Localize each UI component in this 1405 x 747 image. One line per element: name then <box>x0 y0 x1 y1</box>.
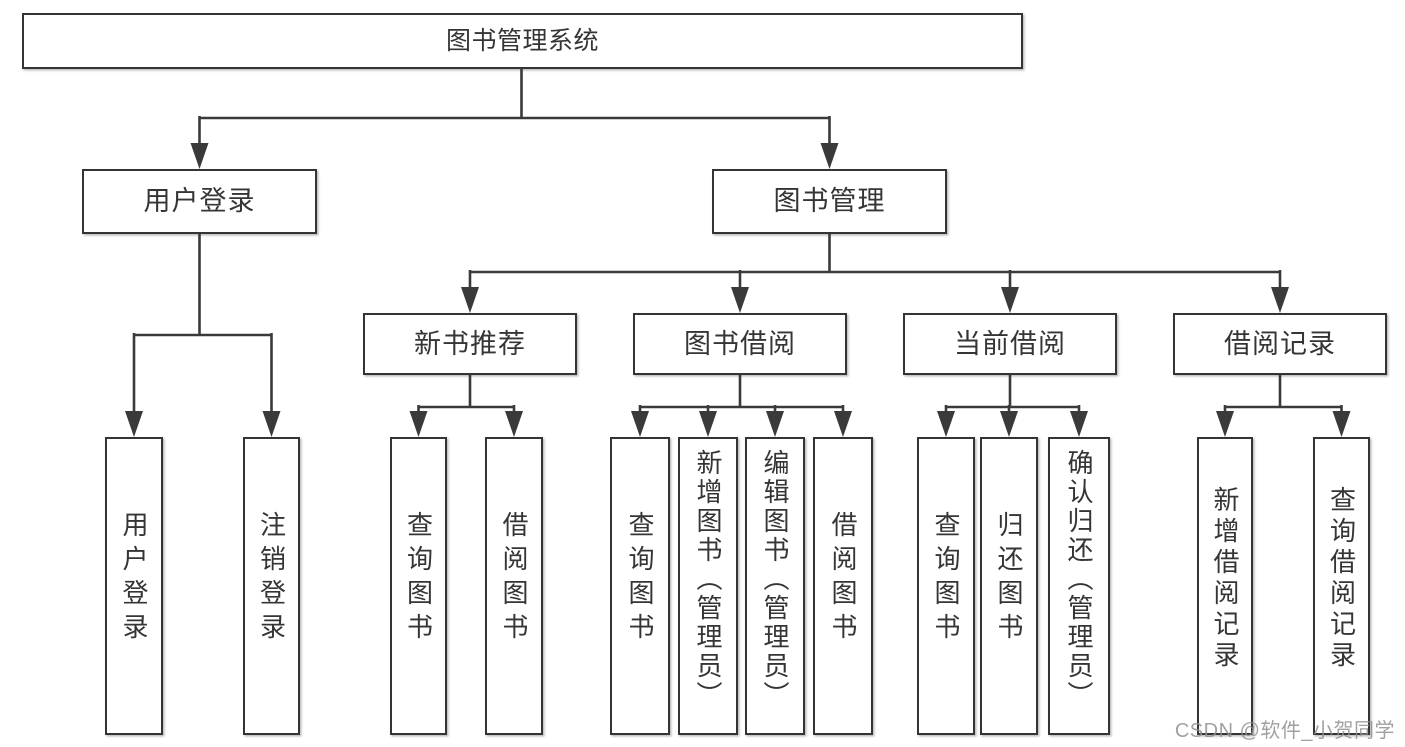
node-label: 图书管理系统 <box>445 26 599 55</box>
node-current-borrow: 当前借阅 <box>903 313 1117 375</box>
node-label: 借阅图书 <box>499 511 529 647</box>
node-label: 借阅图书 <box>828 511 858 647</box>
connector-borrowrecords-to-leaves <box>1223 375 1343 413</box>
node-label: 确认归还（管理员） <box>1064 448 1094 710</box>
node-label: 图书借阅 <box>684 328 796 359</box>
connector-root-to-level2 <box>198 69 831 145</box>
node-label: 注销登录 <box>256 511 287 647</box>
node-label: 新增借阅记录 <box>1210 486 1240 672</box>
leaf-confirm-return-admin: 确认归还（管理员） <box>1048 437 1110 735</box>
node-label: 编辑图书（管理员） <box>760 448 790 710</box>
node-label: 归还图书 <box>994 511 1024 647</box>
connector-newbook-to-leaves <box>417 375 516 413</box>
node-label: 用户登录 <box>119 511 149 647</box>
leaf-query-books-recommend: 查询图书 <box>390 437 447 735</box>
connector-bookmgmt-to-level3 <box>468 234 1282 289</box>
leaf-user-login: 用户登录 <box>105 437 163 735</box>
node-label: 用户登录 <box>143 186 256 216</box>
leaf-return-books: 归还图书 <box>980 437 1038 735</box>
node-borrow-records: 借阅记录 <box>1173 313 1387 375</box>
node-new-book-recommend: 新书推荐 <box>363 313 577 375</box>
csdn-watermark: CSDN @软件_小贺同学 <box>1174 720 1395 742</box>
connector-currentborrow-to-leaves <box>944 375 1081 413</box>
leaf-query-borrow-record: 查询借阅记录 <box>1313 437 1370 735</box>
node-label: 新增图书（管理员） <box>693 448 723 710</box>
leaf-query-books-borrow: 查询图书 <box>610 437 670 735</box>
node-label: 当前借阅 <box>954 328 1066 359</box>
node-user-login: 用户登录 <box>82 169 317 234</box>
leaf-borrow-books: 借阅图书 <box>813 437 873 735</box>
arrowheads <box>125 143 1351 437</box>
node-label: 新书推荐 <box>414 328 526 359</box>
node-book-borrow: 图书借阅 <box>633 313 847 375</box>
node-label: 查询图书 <box>931 511 961 647</box>
leaf-add-borrow-record: 新增借阅记录 <box>1197 437 1253 735</box>
node-label: 借阅记录 <box>1224 328 1336 359</box>
connector-bookborrow-to-leaves <box>638 375 845 413</box>
leaf-edit-book-admin: 编辑图书（管理员） <box>745 437 805 735</box>
node-root-system: 图书管理系统 <box>22 13 1023 69</box>
node-label: 图书管理 <box>773 186 886 216</box>
leaf-logout: 注销登录 <box>243 437 300 735</box>
node-label: 查询借阅记录 <box>1326 486 1357 672</box>
leaf-borrow-books-recommend: 借阅图书 <box>485 437 543 735</box>
node-label: 查询图书 <box>403 511 434 647</box>
node-book-management: 图书管理 <box>712 169 947 234</box>
leaf-query-books-current: 查询图书 <box>917 437 975 735</box>
node-label: 查询图书 <box>625 511 655 647</box>
leaf-add-book-admin: 新增图书（管理员） <box>678 437 738 735</box>
connector-userlogin-to-leaves <box>132 233 273 413</box>
